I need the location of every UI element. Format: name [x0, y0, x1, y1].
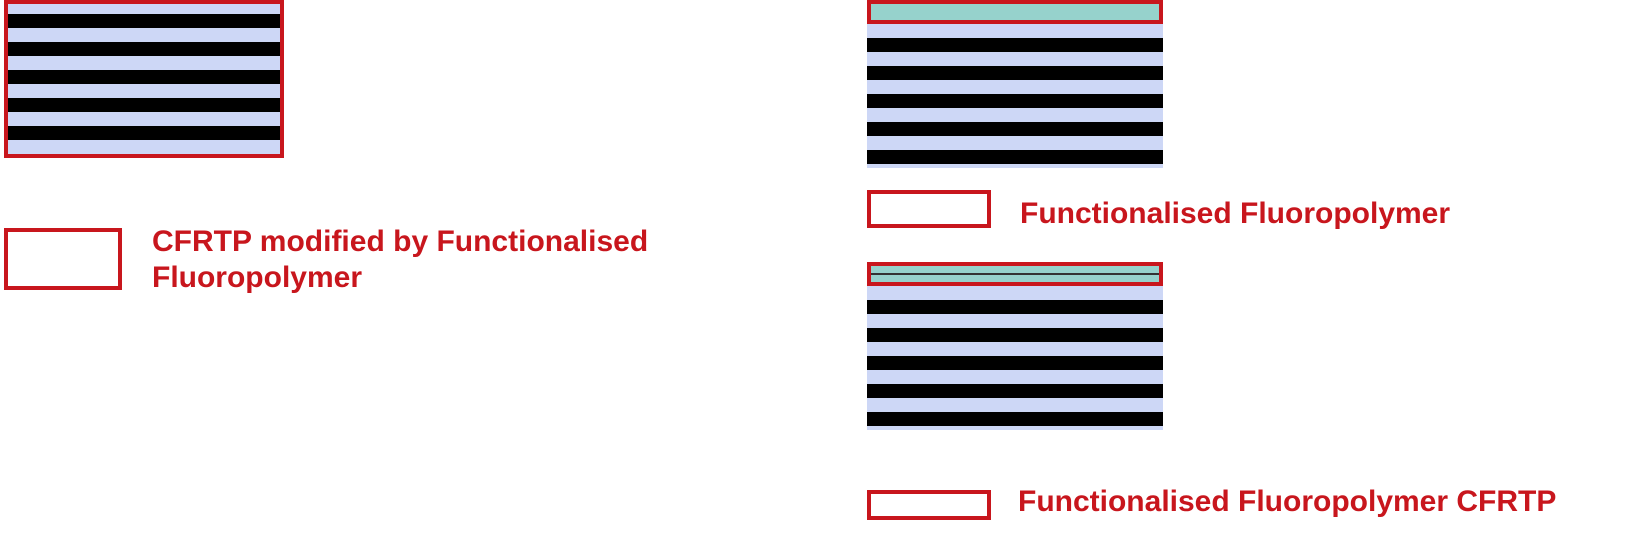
legend-label-fluoropolymer-cfrtp: Functionalised Fluoropolymer CFRTP: [1018, 485, 1557, 518]
legend-label-line1: CFRTP modified by Functionalised: [152, 225, 649, 258]
fluoropolymer-cfrtp-film: [867, 262, 1163, 286]
fluoropolymer-film-top: [867, 0, 1163, 24]
cfrtp-laminate-bottom: [867, 286, 1163, 430]
legend-label-fluoropolymer: Functionalised Fluoropolymer: [1020, 197, 1451, 230]
modified-cfrtp-outline: [4, 0, 284, 158]
film-interface-line: [871, 273, 1159, 275]
legend-swatch-fluoropolymer-cfrtp: [867, 490, 991, 520]
modified-cfrtp-laminate: [6, 0, 282, 156]
cfrtp-laminate-top: [867, 24, 1163, 168]
legend-swatch-fluoropolymer: [867, 190, 991, 228]
legend-label-line2: Fluoropolymer: [152, 261, 363, 294]
legend-swatch-modified-cfrtp: [4, 228, 122, 290]
legend-label-modified-cfrtp: CFRTP modified by Functionalised Fluorop…: [152, 224, 648, 296]
